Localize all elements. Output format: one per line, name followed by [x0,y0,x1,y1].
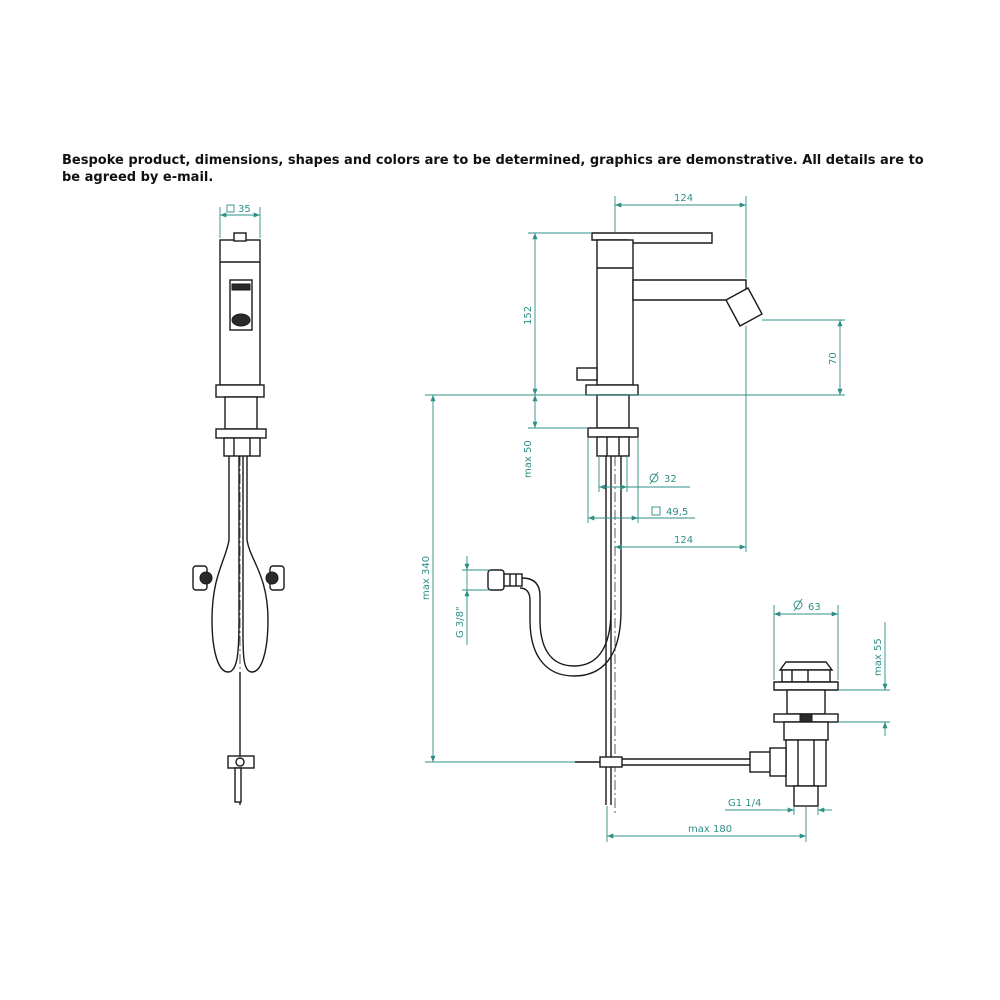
dim-thread-g3-8-label: G 3/8" [455,606,466,638]
dim-height-152: 152 [523,232,592,395]
side-deck-flange [215,384,265,398]
hose-connector [503,573,523,587]
side-aerator [231,313,251,327]
dim-height-152-label: 152 [523,306,534,325]
dim-max-340: max 340 [421,395,575,763]
dim-outlet-height-label: 70 [828,352,839,365]
dim-diameter-32: 32 [598,456,690,492]
spout [632,279,747,301]
dim-diameter-63-label: 63 [808,602,821,613]
hose-connector-nut [487,569,505,591]
dim-side-width: 35 [219,204,261,238]
side-hose-right [242,456,269,673]
supply-hose-outer [521,456,612,667]
side-shank [224,396,258,430]
dim-square-49-5: 49,5 [587,438,695,523]
linkage-clamp [599,756,623,768]
supply-hose-inner [519,456,622,677]
dim-thread-g1-1-4-label: G1 1/4 [728,798,761,809]
disclaimer-note: Bespoke product, dimensions, shapes and … [62,153,924,185]
dim-outlet-height: 70 [762,319,845,395]
pop-up-knob [576,367,598,381]
dim-max-340-label: max 340 [421,556,432,600]
front-nut [596,436,630,457]
front-shank [596,394,630,429]
dim-max-50: max 50 [523,395,588,478]
dim-square-49-5-label: 49,5 [666,507,688,518]
side-lever-tip [233,232,247,242]
dim-spout-reach-top: 124 [614,193,747,278]
dim-diameter-63: 63 [773,598,839,680]
dim-reach-bottom-label: 124 [674,535,693,546]
tap-body [596,239,634,386]
dim-max-50-label: max 50 [523,440,534,478]
waste-nut [783,721,829,741]
dim-reach-bottom: 124 [615,326,747,552]
side-washer [215,428,267,439]
waste-plug [778,661,834,671]
dim-max-180-label: max 180 [688,824,732,835]
side-hose-left [211,456,240,673]
dim-spout-reach-top-label: 124 [674,193,693,204]
dim-max-180: max 180 [606,806,807,842]
waste-tail [793,785,819,807]
dim-diameter-32-label: 32 [664,474,677,485]
dim-side-width-label: 35 [238,204,251,215]
front-deck-flange [585,384,639,396]
front-washer [587,427,639,438]
front-view: 124 152 70 max 50 32 [421,193,890,842]
dim-max-55-label: max 55 [873,638,884,676]
spout-outlet [725,287,763,327]
side-view: 35 [192,204,285,805]
side-nut [223,437,261,457]
dim-max-55: max 55 [838,622,890,736]
pop-up-waste [749,661,839,807]
dim-thread-g1-1-4: G1 1/4 [725,798,832,815]
waste-body [785,739,827,787]
waste-flange [773,681,839,691]
dim-thread-g3-8: G 3/8" [455,556,490,645]
